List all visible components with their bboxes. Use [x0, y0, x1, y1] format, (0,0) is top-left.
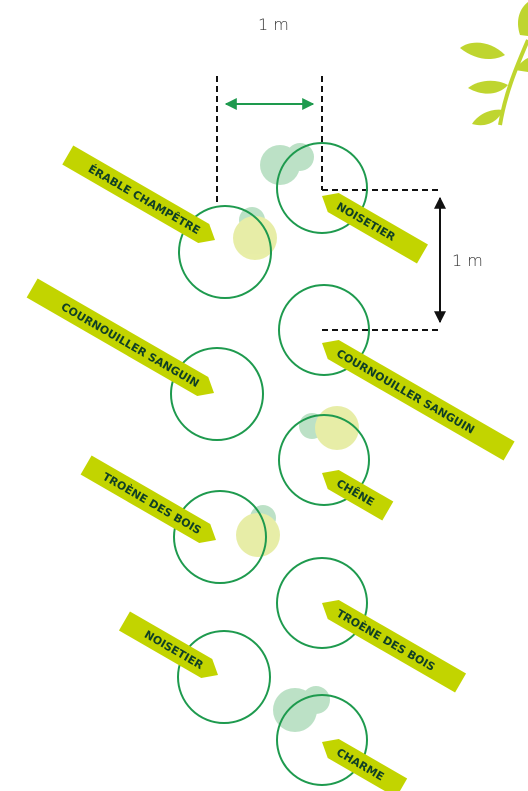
- label-arrow: [322, 469, 394, 521]
- label-arrow: [322, 738, 408, 791]
- plant-circle: [276, 694, 368, 786]
- plant-label: TROÈNE DES BOIS: [80, 455, 216, 544]
- plant-name: ÉRABLE CHAMPÊTRE: [86, 162, 203, 237]
- plant-circle: [276, 557, 368, 649]
- label-arrow: [62, 145, 215, 244]
- plant-circles: [170, 142, 370, 786]
- label-arrow: [118, 611, 218, 679]
- plant-circle: [173, 490, 267, 584]
- label-arrow: [322, 192, 428, 264]
- plant-circle: [278, 414, 370, 506]
- plant-label: CHÊNE: [322, 469, 394, 521]
- plant-circle: [276, 142, 368, 234]
- plant-name: COURNOUILLER SANGUIN: [59, 300, 202, 390]
- plant-label: NOISETIER: [118, 611, 218, 679]
- plant-circle: [278, 284, 370, 376]
- label-arrow: [80, 455, 216, 544]
- plant-circle: [170, 347, 264, 441]
- plant-label: CHARME: [322, 738, 408, 791]
- label-arrow: [322, 599, 467, 693]
- label-arrow: [322, 339, 515, 461]
- vertical-dimension-label: 1 m: [452, 251, 483, 270]
- plant-label: TROÈNE DES BOIS: [322, 599, 467, 693]
- plant-circle: [178, 205, 272, 299]
- horizontal-dimension: 1 m: [216, 15, 323, 205]
- vertical-dimension: 1 m: [322, 189, 483, 331]
- plant-label: ÉRABLE CHAMPÊTRE: [62, 145, 215, 244]
- label-arrow: [26, 278, 214, 397]
- horizontal-dimension-label: 1 m: [258, 15, 289, 34]
- plant-circle: [177, 630, 271, 724]
- plant-label: COURNOUILLER SANGUIN: [26, 278, 214, 397]
- plant-label: NOISETIER: [322, 192, 428, 264]
- leaf-branch-icon: [460, 2, 528, 126]
- plant-name: TROÈNE DES BOIS: [334, 607, 437, 674]
